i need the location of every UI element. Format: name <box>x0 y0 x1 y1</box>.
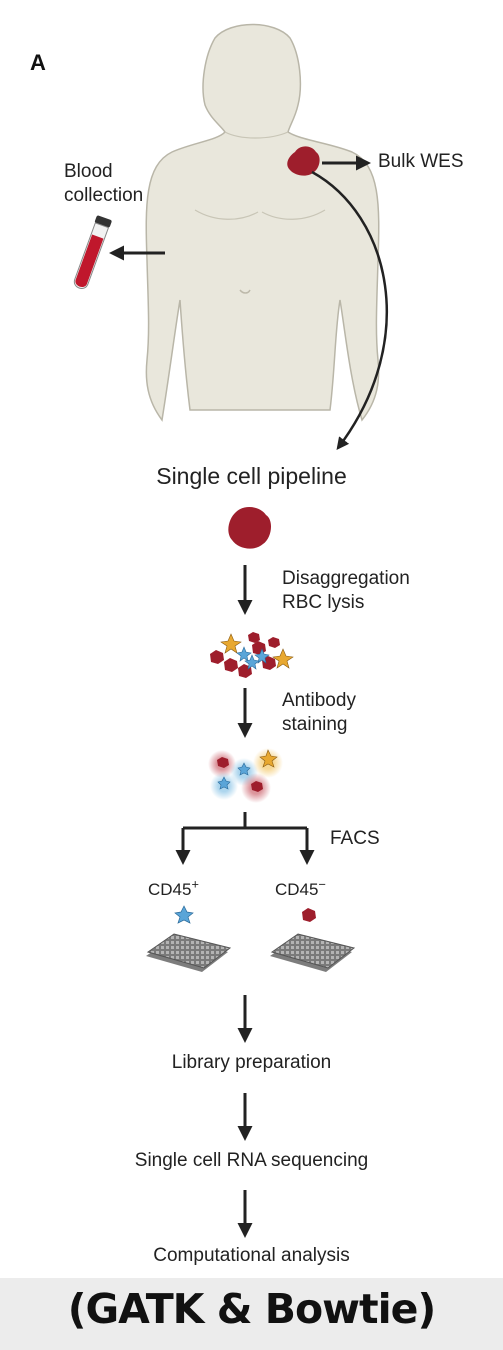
cd45-neg-base: CD45 <box>275 880 319 899</box>
stained-cells-icon <box>208 748 283 803</box>
step-disaggregation-label: Disaggregation RBC lysis <box>282 567 410 615</box>
body-silhouette <box>145 23 380 422</box>
cd45-positive-label: CD45+ <box>148 877 199 900</box>
step1-line-2: RBC lysis <box>282 592 365 613</box>
step-staining-label: Antibody staining <box>282 689 356 737</box>
sc-rna-sequencing-label: Single cell RNA sequencing <box>134 1150 369 1171</box>
tumor-sample-icon <box>228 506 272 549</box>
human-torso-illustration <box>145 23 380 422</box>
blood-collection-line-1: Blood <box>64 161 113 182</box>
cd45-pos-base: CD45 <box>148 880 192 899</box>
arrow-to-single-cell-pipeline <box>311 170 389 450</box>
cd45-negative-label: CD45− <box>275 877 326 900</box>
facs-label: FACS <box>330 828 380 849</box>
caption-bar: (GATK & Bowtie) <box>0 1278 503 1350</box>
panel-letter: A <box>30 50 46 75</box>
caption-text: (GATK & Bowtie) <box>67 1285 436 1333</box>
cd45-pos-sup: + <box>191 876 199 892</box>
diagram-graphics <box>73 23 389 1238</box>
blood-collection-label: Blood collection <box>64 160 143 208</box>
plate-left-icon <box>146 933 232 972</box>
disaggregated-cells-icon <box>210 632 294 678</box>
step1-line-1: Disaggregation <box>282 568 410 589</box>
tumor-cell-icon <box>302 908 316 922</box>
step2-line-1: Antibody <box>282 690 356 711</box>
pec-line-right <box>261 209 326 220</box>
tcell-icon <box>174 905 194 924</box>
computational-analysis-label: Computational analysis <box>153 1245 350 1266</box>
pipeline-title: Single cell pipeline <box>156 463 347 489</box>
neck-shadow <box>224 131 289 139</box>
figure-panel: A Blood collection Bulk WES Single cell … <box>30 23 464 1266</box>
step2-line-2: staining <box>282 714 348 735</box>
bulk-wes-label: Bulk WES <box>378 151 464 172</box>
library-preparation-label: Library preparation <box>171 1052 332 1073</box>
pec-line-left <box>194 209 259 220</box>
blood-collection-line-2: collection <box>64 185 144 206</box>
tumor-on-body <box>287 146 320 176</box>
navel <box>239 289 251 294</box>
cd45-neg-sup: − <box>318 876 326 892</box>
blood-tube-icon <box>73 215 112 289</box>
plate-right-icon <box>270 933 356 972</box>
facs-split-arrows <box>175 812 315 865</box>
